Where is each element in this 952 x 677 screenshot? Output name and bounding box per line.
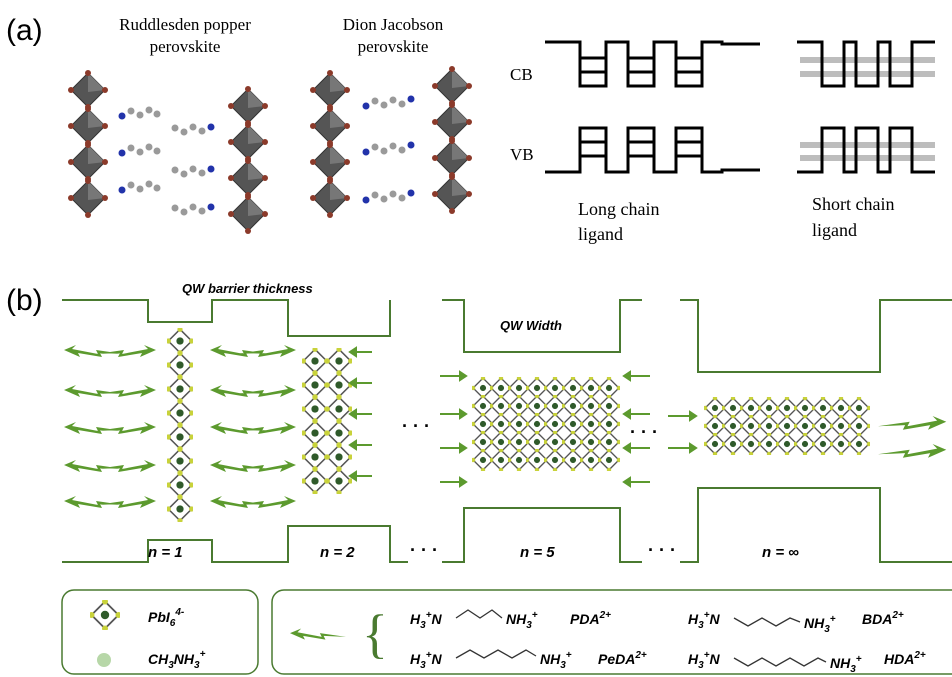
n-label-inf: n = ∞ <box>762 544 799 561</box>
legend-pbi6: PbI64- <box>148 607 185 629</box>
arrowhead <box>622 442 631 454</box>
svg-text:H3+N: H3+N <box>688 650 721 671</box>
svg-text:HDA2+: HDA2+ <box>884 650 926 667</box>
arrowhead <box>622 408 631 420</box>
ellipsis-3: · · · <box>410 540 438 560</box>
legend-box-right <box>271 589 952 675</box>
panel-a-label: (a) <box>6 14 43 47</box>
octahedra-n5 <box>472 377 620 471</box>
octahedra-n2 <box>302 348 352 494</box>
arrowhead <box>459 442 468 454</box>
svg-text:H3+N: H3+N <box>410 650 443 671</box>
ellipsis-2: · · · <box>630 422 658 442</box>
dj-title-line2: perovskite <box>358 37 429 56</box>
svg-text:H3+N: H3+N <box>688 610 721 631</box>
svg-text:NH3+: NH3+ <box>540 650 572 671</box>
dj-organic-chains <box>362 95 415 204</box>
legend-box-left <box>61 589 259 675</box>
svg-text:NH3+: NH3+ <box>804 614 836 635</box>
arrowhead <box>689 442 698 454</box>
legend-ma: CH3NH3+ <box>148 649 206 671</box>
small-arrows <box>348 346 698 488</box>
arrowhead <box>689 410 698 422</box>
long-chain-band-diagram <box>545 40 760 174</box>
quantum-well-bottom <box>62 487 952 563</box>
cation-pda: H3+N NH3+ PDA2+ <box>410 609 611 631</box>
rp-left-octahedra <box>68 70 108 218</box>
rp-organic-chains <box>118 106 215 216</box>
ma-cation-icon <box>97 653 111 667</box>
svg-text:NH3+: NH3+ <box>830 654 862 675</box>
svg-text:H3+N: H3+N <box>410 610 443 631</box>
legend-brace: { <box>362 604 388 664</box>
qw-barrier-label: QW barrier thickness <box>182 281 313 296</box>
n-label-5: n = 5 <box>520 544 555 561</box>
rp-title-line1: Ruddlesden popper <box>119 15 251 34</box>
arrowhead <box>348 439 357 451</box>
ellipsis-1: · · · <box>402 416 430 436</box>
arrowhead <box>348 470 357 482</box>
cation-hda: H3+N NH3+ HDA2+ <box>688 650 926 675</box>
rp-title-line2: perovskite <box>150 37 221 56</box>
arrowhead <box>348 377 357 389</box>
long-chain-label-1: Long chain <box>578 199 659 219</box>
arrowhead <box>622 370 631 382</box>
emission-arrows-n1-left <box>64 345 156 508</box>
arrowhead <box>348 408 357 420</box>
cation-peda: H3+N NH3+ PeDA2+ <box>410 649 647 671</box>
octahedra-ninf <box>704 397 870 455</box>
emission-arrows-n1-n2 <box>210 345 296 508</box>
dj-title-line1: Dion Jacobson <box>343 15 444 34</box>
short-chain-label-2: ligand <box>812 220 857 240</box>
arrowhead <box>459 408 468 420</box>
octahedra-n1 <box>167 328 193 522</box>
short-chain-band-diagram <box>797 40 935 174</box>
short-chain-label-1: Short chain <box>812 194 895 214</box>
rp-right-octahedra <box>228 86 268 234</box>
n-label-1: n = 1 <box>148 544 183 561</box>
octahedron <box>848 433 870 455</box>
cation-bda: H3+N NH3+ BDA2+ <box>688 610 904 635</box>
emission-arrows-ninf-right <box>877 416 947 458</box>
quantum-well-top <box>62 299 952 373</box>
svg-text:NH3+: NH3+ <box>506 610 538 631</box>
arrowhead <box>459 476 468 488</box>
arrowhead <box>348 346 357 358</box>
dj-left-octahedra <box>310 70 350 218</box>
arrowhead <box>459 370 468 382</box>
panel-b-label: (b) <box>6 284 43 317</box>
cb-label: CB <box>510 65 533 84</box>
pbi6-octahedron-icon <box>90 600 120 630</box>
legend-emission-icon <box>290 628 346 640</box>
svg-text:PDA2+: PDA2+ <box>570 610 611 627</box>
vb-label: VB <box>510 145 534 164</box>
octahedron <box>598 449 620 471</box>
svg-text:PeDA2+: PeDA2+ <box>598 650 647 667</box>
ellipsis-4: · · · <box>648 540 676 560</box>
arrowhead <box>622 476 631 488</box>
qw-width-label: QW Width <box>500 318 562 333</box>
svg-text:BDA2+: BDA2+ <box>862 610 904 627</box>
long-chain-label-2: ligand <box>578 224 623 244</box>
dj-right-octahedra <box>432 66 472 214</box>
n-label-2: n = 2 <box>320 544 355 561</box>
